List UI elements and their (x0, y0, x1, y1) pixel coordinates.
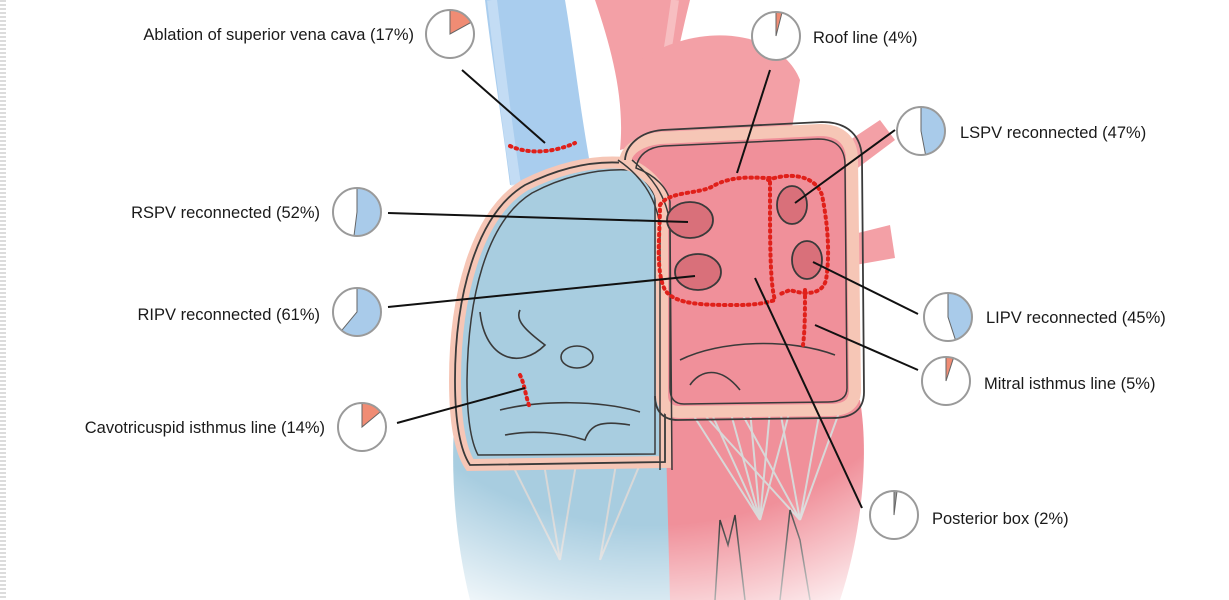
lipv-ostium (792, 241, 822, 279)
pie-svc (426, 10, 474, 58)
label-lipv: LIPV reconnected (45%) (986, 309, 1166, 327)
lspv-ostium (777, 186, 807, 224)
label-rspv: RSPV reconnected (52%) (131, 204, 320, 222)
pie-roof (752, 12, 800, 60)
heart-illustration (453, 0, 895, 600)
pie-lipv (924, 293, 972, 341)
pie-posterior (870, 491, 918, 539)
label-cti: Cavotricuspid isthmus line (14%) (85, 419, 325, 437)
coronary-sinus-ostium (561, 346, 593, 368)
pie-mitral (922, 357, 970, 405)
pie-slice-lspv (921, 107, 945, 155)
pie-slice-rspv (354, 188, 381, 236)
rspv-ostium (667, 202, 713, 238)
label-lspv: LSPV reconnected (47%) (960, 124, 1146, 142)
ripv-ostium (675, 254, 721, 290)
label-ripv: RIPV reconnected (61%) (137, 306, 320, 324)
pie-rspv (333, 188, 381, 236)
pie-lspv (897, 107, 945, 155)
pie-cti (338, 403, 386, 451)
label-roof: Roof line (4%) (813, 29, 918, 47)
pie-ripv (333, 288, 381, 336)
label-posterior: Posterior box (2%) (932, 510, 1069, 528)
right-atrium (455, 162, 665, 465)
label-svc: Ablation of superior vena cava (17%) (143, 26, 414, 44)
label-mitral: Mitral isthmus line (5%) (984, 375, 1155, 393)
